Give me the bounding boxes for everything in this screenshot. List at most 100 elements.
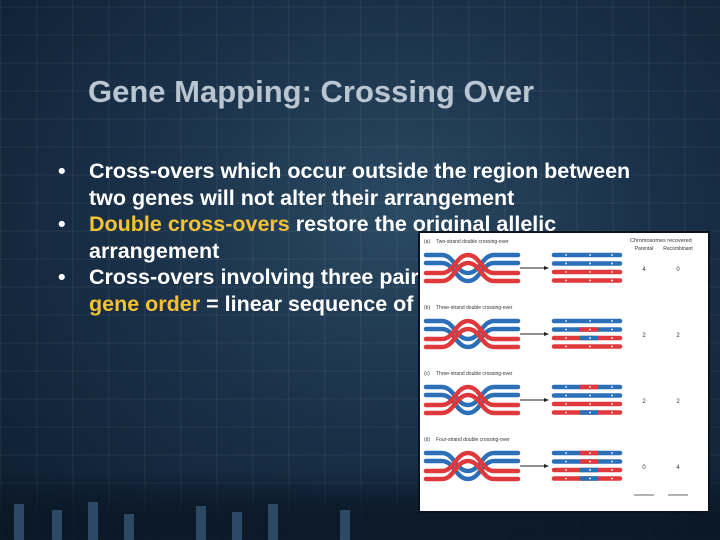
gene-locus-marker	[565, 394, 567, 397]
bullet-highlight-text: gene order	[89, 291, 201, 316]
gene-locus-marker	[611, 394, 613, 397]
gene-locus-marker	[589, 452, 591, 454]
gene-locus-marker	[565, 337, 567, 339]
recombinant-count: 2	[676, 333, 680, 339]
chromatid-strand	[423, 392, 521, 416]
recombinant-count: 2	[676, 399, 680, 405]
chromatid-strand	[423, 252, 521, 276]
gene-locus-marker	[589, 386, 591, 388]
decor-bar	[196, 506, 206, 540]
gene-locus-marker	[589, 254, 591, 256]
chromatid-strand	[423, 260, 521, 284]
gene-locus-marker	[565, 271, 567, 273]
gene-locus-marker	[611, 320, 613, 322]
gene-locus-marker	[611, 411, 613, 414]
bullet-highlight-text: Double cross-overs	[89, 212, 290, 236]
chromatid-strand	[423, 392, 521, 416]
panel-caption: Four-strand double crossing-over	[436, 437, 510, 443]
gene-locus-marker	[589, 477, 591, 480]
gene-locus-marker	[565, 254, 567, 256]
gene-locus-marker	[565, 262, 567, 265]
gene-locus-marker	[565, 345, 567, 348]
gene-locus-marker	[565, 452, 567, 454]
gene-locus-marker	[589, 271, 591, 273]
gene-locus-marker	[611, 452, 613, 454]
chromatid-strand	[423, 384, 521, 408]
decor-bar	[340, 510, 350, 540]
panel-label: (a)	[424, 239, 430, 245]
gene-locus-marker	[565, 320, 567, 322]
gene-locus-marker	[565, 279, 567, 282]
decor-bar	[268, 504, 278, 540]
gene-locus-marker	[611, 403, 613, 405]
gene-locus-marker	[611, 477, 613, 480]
panel-caption: Two-strand double crossing-over	[436, 239, 509, 245]
decor-bar	[232, 512, 242, 540]
chromatid-strand	[423, 384, 521, 408]
gene-locus-marker	[611, 345, 613, 348]
chromatid-strand	[423, 326, 521, 350]
panel-label: (c)	[424, 371, 430, 377]
gene-locus-marker	[611, 469, 613, 471]
gene-locus-marker	[589, 320, 591, 322]
gene-locus-marker	[611, 460, 613, 463]
gene-locus-marker	[565, 469, 567, 471]
chromatid-strand	[423, 458, 521, 482]
arrow-head	[544, 332, 549, 336]
slide-title: Gene Mapping: Crossing Over	[88, 74, 535, 109]
bullet-text: Cross-overs which occur outside the regi…	[89, 159, 631, 210]
parental-count: 0	[642, 465, 646, 471]
chromatid-strand	[423, 318, 521, 342]
gene-locus-marker	[565, 411, 567, 414]
decor-bar	[124, 514, 134, 540]
arrow-head	[544, 266, 549, 270]
gene-locus-marker	[611, 254, 613, 256]
figure-header-text: Chromosomes recovered	[630, 238, 692, 244]
column-header-recombinant: Recombinant	[663, 246, 693, 252]
decor-bar	[14, 504, 24, 540]
chromatid-strand	[423, 450, 521, 474]
panel-caption: Three-strand double crossing-over	[436, 371, 513, 377]
gene-locus-marker	[589, 411, 591, 414]
gene-locus-marker	[565, 328, 567, 331]
gene-locus-marker	[611, 262, 613, 265]
column-header-parental: Parental	[635, 246, 654, 252]
chromatid-strand	[423, 318, 521, 342]
gene-locus-marker	[589, 262, 591, 265]
panel-caption: Three-strand double crossing-over	[436, 305, 513, 311]
bullet-list: Cross-overs which occur outside the regi…	[58, 158, 658, 317]
decor-bar	[88, 502, 98, 540]
parental-count: 2	[642, 333, 646, 339]
recombinant-count: 4	[676, 465, 680, 471]
gene-locus-marker	[565, 477, 567, 480]
chromatid-strand	[423, 450, 521, 474]
gene-locus-marker	[611, 328, 613, 331]
gene-locus-marker	[565, 403, 567, 405]
gene-locus-marker	[565, 460, 567, 463]
chromatid-strand	[423, 326, 521, 350]
parental-count: 2	[642, 399, 646, 405]
gene-locus-marker	[565, 386, 567, 388]
gene-locus-marker	[589, 345, 591, 348]
gene-locus-marker	[589, 279, 591, 282]
chromatid-strand	[423, 260, 521, 284]
gene-locus-marker	[611, 386, 613, 388]
gene-locus-marker	[611, 337, 613, 339]
bullet-item: Cross-overs which occur outside the regi…	[58, 158, 658, 211]
gene-locus-marker	[589, 394, 591, 397]
gene-locus-marker	[611, 271, 613, 273]
recombinant-count: 0	[676, 267, 680, 273]
gene-locus-marker	[589, 328, 591, 331]
chromatid-strand	[423, 458, 521, 482]
page-number: 10	[640, 497, 655, 512]
arrow-head	[544, 464, 549, 468]
gene-locus-marker	[589, 403, 591, 405]
panel-label: (b)	[424, 305, 430, 311]
gene-locus-marker	[589, 337, 591, 339]
gene-locus-marker	[589, 469, 591, 471]
gene-locus-marker	[589, 460, 591, 463]
panel-label: (d)	[424, 437, 430, 443]
parental-count: 4	[642, 267, 646, 273]
chromatid-strand	[423, 252, 521, 276]
